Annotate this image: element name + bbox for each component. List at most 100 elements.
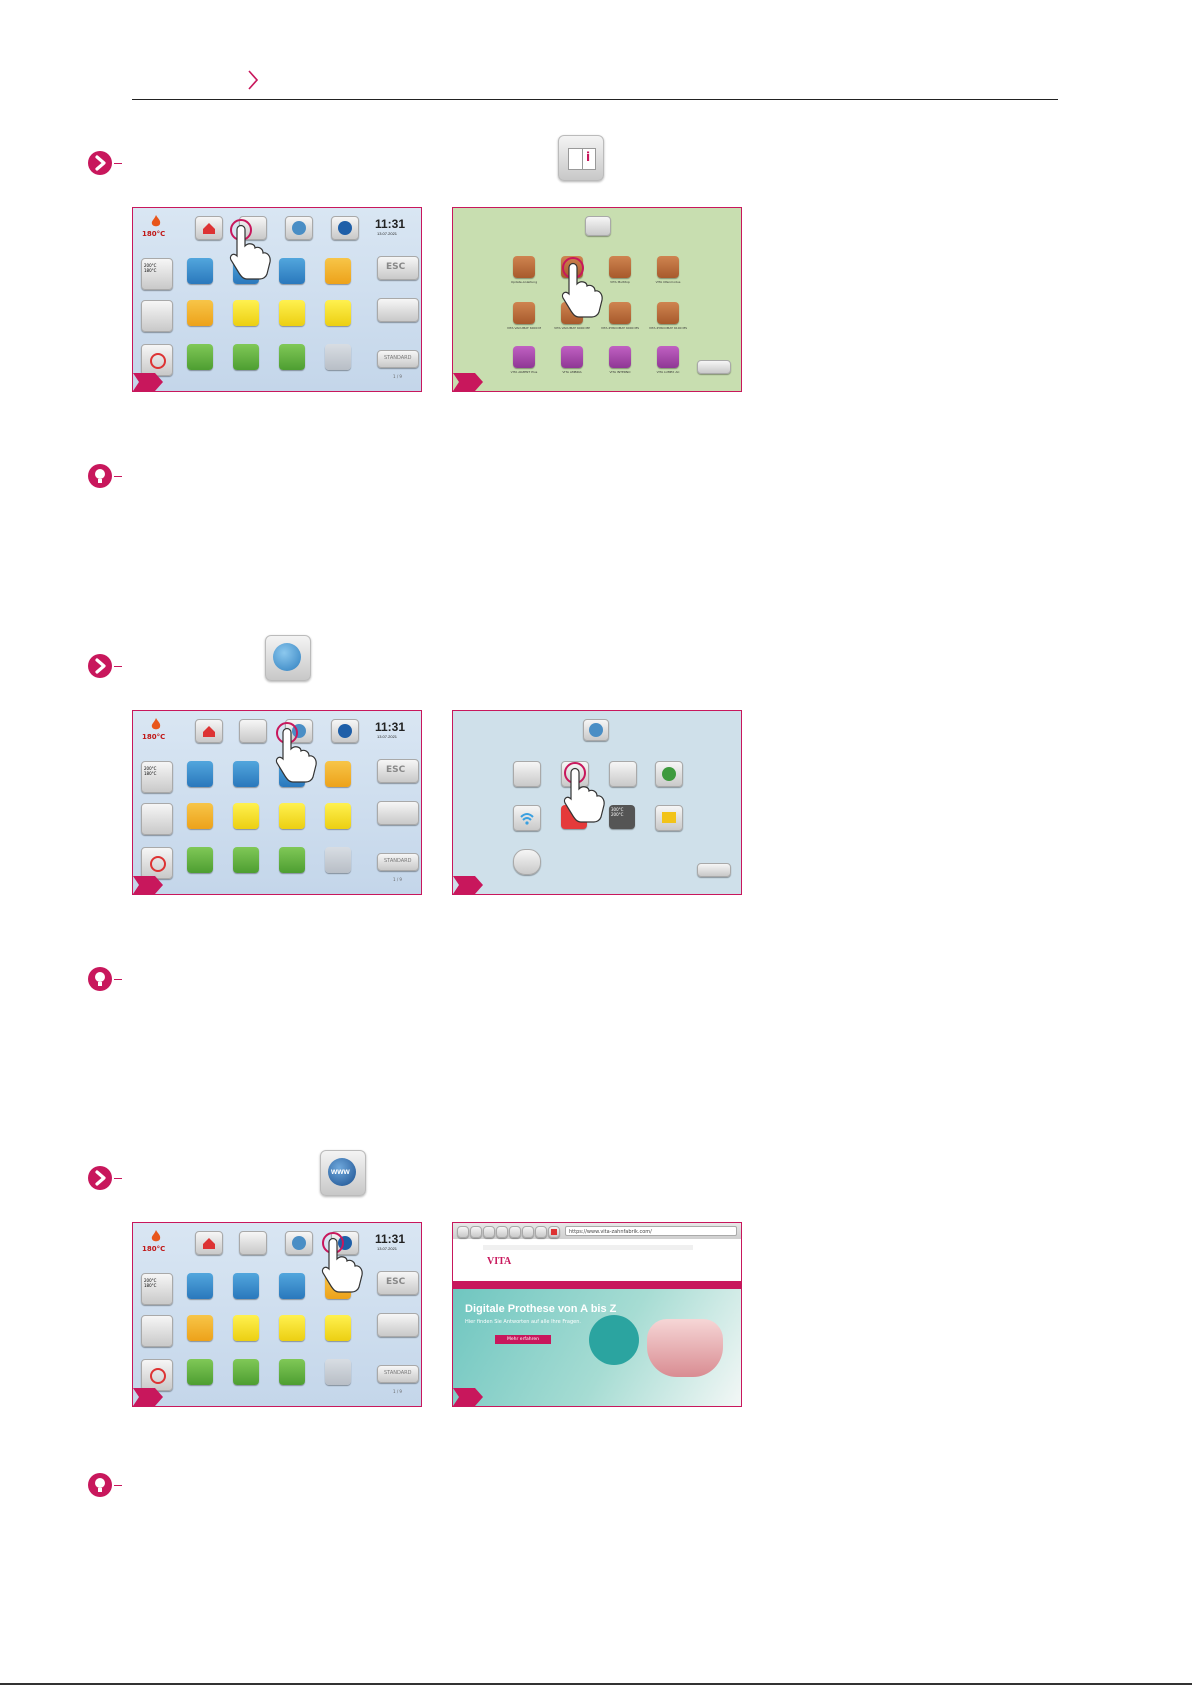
wifi-settings-button[interactable] [513,805,541,831]
folder-settings-button[interactable] [655,805,683,831]
page-bottom-rule [0,1683,1192,1685]
pdf-document-icon[interactable] [609,346,631,368]
settings-button[interactable] [285,216,313,240]
program-tile[interactable] [187,300,213,326]
vacuum-button[interactable] [141,300,173,332]
refresh-button[interactable] [483,1226,495,1238]
program-tile[interactable] [279,1359,305,1385]
esc-button[interactable]: ESC [377,759,419,783]
program-tile[interactable] [187,847,213,873]
program-tile[interactable] [187,1315,213,1341]
pdf-document-icon[interactable] [657,302,679,324]
program-tile[interactable] [279,847,305,873]
url-input[interactable]: https://www.vita-zahnfabrik.com/ [565,1226,737,1236]
pdf-document-icon[interactable] [657,256,679,278]
program-tile[interactable] [233,1273,259,1299]
close-tab-button[interactable] [496,1226,508,1238]
esc-button[interactable]: ESC [377,256,419,280]
home-button[interactable] [195,719,223,743]
program-tile[interactable] [325,761,351,787]
globe-settings-button[interactable] [655,761,683,787]
standby-button[interactable]: 200°C 180°C [141,1273,173,1305]
vacuum-button[interactable] [141,803,173,835]
stop-button[interactable] [535,1226,547,1238]
program-tile[interactable] [279,344,305,370]
pdf-document-icon[interactable] [609,302,631,324]
standby-button[interactable]: 200°C 180°C [141,761,173,793]
standard-button[interactable]: STANDARD [377,350,419,368]
info-button[interactable] [239,1231,267,1255]
step-tick [114,666,122,667]
esc-button[interactable]: ESC [377,1271,419,1295]
clock-time: 11:31 [375,720,406,734]
zoom-in-button[interactable] [470,1226,482,1238]
zoom-out-button[interactable] [457,1226,469,1238]
empty-tile[interactable] [325,847,351,873]
step-arrow-icon [88,151,112,175]
home-nav-button[interactable] [548,1226,560,1238]
program-tile[interactable] [279,300,305,326]
www-button[interactable] [331,216,359,240]
timer-settings-button[interactable] [513,849,541,875]
program-tile[interactable] [233,1359,259,1385]
program-tile[interactable] [325,803,351,829]
empty-tile[interactable] [325,344,351,370]
program-tile[interactable] [187,258,213,284]
program-tile[interactable] [233,344,259,370]
program-tile[interactable] [233,803,259,829]
program-tile[interactable] [325,1315,351,1341]
pdf-document-icon[interactable] [657,346,679,368]
program-tile[interactable] [325,300,351,326]
standard-button[interactable]: STANDARD [377,853,419,871]
program-tile[interactable] [233,300,259,326]
pdf-document-icon[interactable] [513,256,535,278]
program-tile[interactable] [279,258,305,284]
power-button[interactable] [141,1359,173,1391]
pdf-document-icon[interactable] [561,346,583,368]
profile-button[interactable] [377,801,419,825]
flame-icon [151,718,161,730]
display-settings-button[interactable] [513,761,541,787]
doc-label: VITA INTERNO [609,370,631,374]
vacuum-button[interactable] [141,1315,173,1347]
clock-date: 13.07.2021 [377,231,398,236]
program-tile[interactable] [279,803,305,829]
power-button[interactable] [141,344,173,376]
info-button[interactable] [239,719,267,743]
program-tile[interactable] [325,258,351,284]
denture-image [647,1319,723,1377]
program-tile[interactable] [187,761,213,787]
home-button[interactable] [195,216,223,240]
settings-button[interactable] [285,1231,313,1255]
power-button[interactable] [141,847,173,879]
program-tile[interactable] [233,761,259,787]
doc-label: VITA LUMEX AC [656,370,680,374]
profile-button[interactable] [377,298,419,322]
home-button[interactable] [195,1231,223,1255]
profile-button[interactable] [377,1313,419,1337]
program-tile[interactable] [187,803,213,829]
standby-button[interactable]: 200°C 180°C [141,258,173,290]
program-tile[interactable] [187,344,213,370]
back-nav-button[interactable] [509,1226,521,1238]
oven-temp-button[interactable]: 300°C 200°C [609,805,635,829]
pdf-document-icon[interactable] [609,256,631,278]
www-button[interactable] [331,719,359,743]
screenshot-home-1: 180°C 11:31 13.07.2021 200°C 180°C ESC S… [132,207,422,392]
forward-nav-button[interactable] [522,1226,534,1238]
empty-tile[interactable] [325,1359,351,1385]
back-button[interactable] [697,360,731,374]
program-tile[interactable] [187,1273,213,1299]
back-button[interactable] [697,863,731,877]
program-tile[interactable] [279,1315,305,1341]
step-tab-icon [453,876,483,894]
program-tile[interactable] [233,847,259,873]
program-tile[interactable] [279,1273,305,1299]
program-tile[interactable] [187,1359,213,1385]
hero-more-button[interactable]: Mehr erfahren [495,1335,551,1344]
info-settings-button[interactable] [609,761,637,787]
standard-button[interactable]: STANDARD [377,1365,419,1383]
pdf-document-icon[interactable] [513,346,535,368]
pdf-document-icon[interactable] [513,302,535,324]
program-tile[interactable] [233,1315,259,1341]
